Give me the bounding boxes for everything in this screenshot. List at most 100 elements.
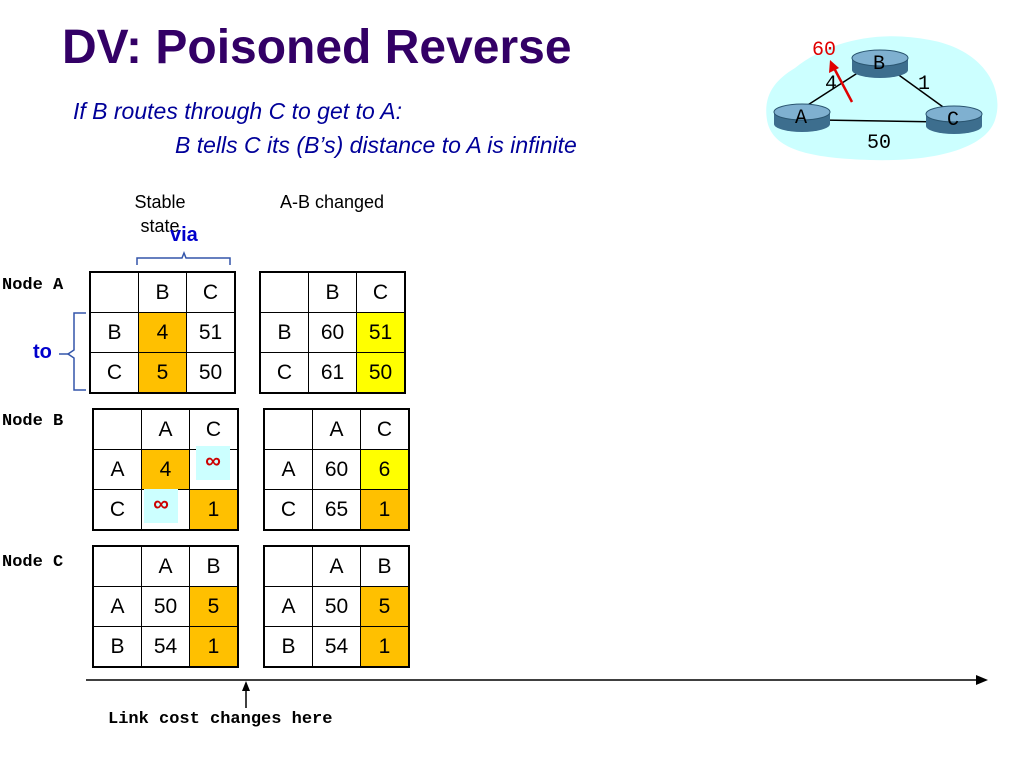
router-c-label: C <box>947 109 959 132</box>
node-b-changed-table: A C A 60 6 C 65 1 <box>263 408 410 531</box>
row-header-cell: C <box>89 352 139 394</box>
table-cell: 65 <box>312 489 361 531</box>
table-header-row: A B <box>263 545 410 587</box>
subtitle-line-2: B tells C its (B’s) distance to A is inf… <box>175 132 577 158</box>
table-row: C 65 1 <box>263 489 410 531</box>
table-row: A 50 5 <box>92 586 239 627</box>
row-header-cell: C <box>263 489 313 531</box>
table-cell: 51 <box>186 312 236 353</box>
table-header-cell: A <box>312 408 361 450</box>
table-corner <box>92 408 142 450</box>
table-cell: 50 <box>186 352 236 394</box>
row-header-cell: A <box>92 586 142 627</box>
table-cell: 60 <box>312 449 361 490</box>
table-corner <box>89 271 139 313</box>
router-b-label: B <box>873 53 885 76</box>
via-brace <box>136 250 231 265</box>
cost-ab-new: 60 <box>812 39 836 62</box>
table-header-row: A B <box>92 545 239 587</box>
link-a-c <box>819 119 946 123</box>
table-row: A 50 5 <box>263 586 410 627</box>
table-corner <box>259 271 309 313</box>
table-corner <box>92 545 142 587</box>
table-row: C 61 50 <box>259 352 406 394</box>
router-a <box>773 103 831 132</box>
table-cell: 50 <box>356 352 406 394</box>
node-a-label: Node A <box>2 276 64 295</box>
slide-title: DV: Poisoned Reverse <box>62 21 572 74</box>
row-header-cell: B <box>89 312 139 353</box>
table-header-row: A C <box>263 408 410 450</box>
table-cell: 50 <box>312 586 361 627</box>
table-header-row: B C <box>89 271 236 313</box>
table-cell: 5 <box>360 586 410 627</box>
row-header-cell: B <box>263 626 313 668</box>
table-header-cell: B <box>189 545 239 587</box>
change-arrow <box>832 67 854 103</box>
ab-changed-label: A-B changed <box>279 192 385 212</box>
router-a-label: A <box>795 107 807 130</box>
table-cell: 5 <box>138 352 187 394</box>
cost-ac: 50 <box>867 132 891 155</box>
node-c-label: Node C <box>2 553 64 572</box>
timeline-caption: Link cost changes here <box>108 710 333 729</box>
via-label: via <box>170 224 198 246</box>
table-cell: 5 <box>189 586 239 627</box>
cost-ab-old: 4 <box>825 73 837 96</box>
table-header-cell: A <box>312 545 361 587</box>
timeline-arrowhead <box>976 675 988 685</box>
table-cell: 1 <box>189 626 239 668</box>
timeline-marker-head <box>242 681 250 691</box>
subtitle-line-1: If B routes through C to get to A: <box>73 98 402 124</box>
row-header-cell: C <box>259 352 309 394</box>
table-row: B 60 51 <box>259 312 406 353</box>
table-cell: 60 <box>308 312 357 353</box>
table-cell: 1 <box>360 489 410 531</box>
row-header-cell: B <box>259 312 309 353</box>
table-corner <box>263 545 313 587</box>
table-row: B 54 1 <box>92 626 239 668</box>
row-header-cell: A <box>263 449 313 490</box>
table-header-cell: C <box>186 271 236 313</box>
row-header-cell: A <box>92 449 142 490</box>
table-cell: 1 <box>189 489 239 531</box>
table-header-row: B C <box>259 271 406 313</box>
table-header-cell: C <box>189 408 239 450</box>
table-row: B 4 51 <box>89 312 236 353</box>
table-cell: 4 <box>141 449 190 490</box>
table-row: C 5 50 <box>89 352 236 394</box>
row-header-cell: B <box>92 626 142 668</box>
table-header-cell: B <box>360 545 410 587</box>
table-cell: 61 <box>308 352 357 394</box>
to-label: to <box>33 341 52 363</box>
table-cell: 6 <box>360 449 410 490</box>
table-header-cell: A <box>141 545 190 587</box>
table-row: B 54 1 <box>263 626 410 668</box>
node-c-stable-table: A B A 50 5 B 54 1 <box>92 545 239 668</box>
poisoned-infinity-ac: ∞ <box>196 446 230 480</box>
table-cell: 54 <box>312 626 361 668</box>
table-header-cell: C <box>356 271 406 313</box>
row-header-cell: A <box>263 586 313 627</box>
table-header-row: A C <box>92 408 239 450</box>
table-header-cell: C <box>360 408 410 450</box>
poisoned-infinity-ca: ∞ <box>144 489 178 523</box>
table-cell: 54 <box>141 626 190 668</box>
table-cell: 50 <box>141 586 190 627</box>
router-b <box>851 49 909 78</box>
table-cell: 51 <box>356 312 406 353</box>
table-row: A 60 6 <box>263 449 410 490</box>
table-corner <box>263 408 313 450</box>
row-header-cell: C <box>92 489 142 531</box>
node-c-changed-table: A B A 50 5 B 54 1 <box>263 545 410 668</box>
table-header-cell: A <box>141 408 190 450</box>
node-a-stable-table: B C B 4 51 C 5 50 <box>89 271 236 394</box>
node-b-label: Node B <box>2 412 64 431</box>
router-c <box>925 105 983 134</box>
node-a-changed-table: B C B 60 51 C 61 50 <box>259 271 406 394</box>
stable-state-label: Stable state <box>134 192 186 236</box>
table-header-cell: B <box>308 271 357 313</box>
to-brace <box>66 312 86 391</box>
cost-bc: 1 <box>918 73 930 96</box>
